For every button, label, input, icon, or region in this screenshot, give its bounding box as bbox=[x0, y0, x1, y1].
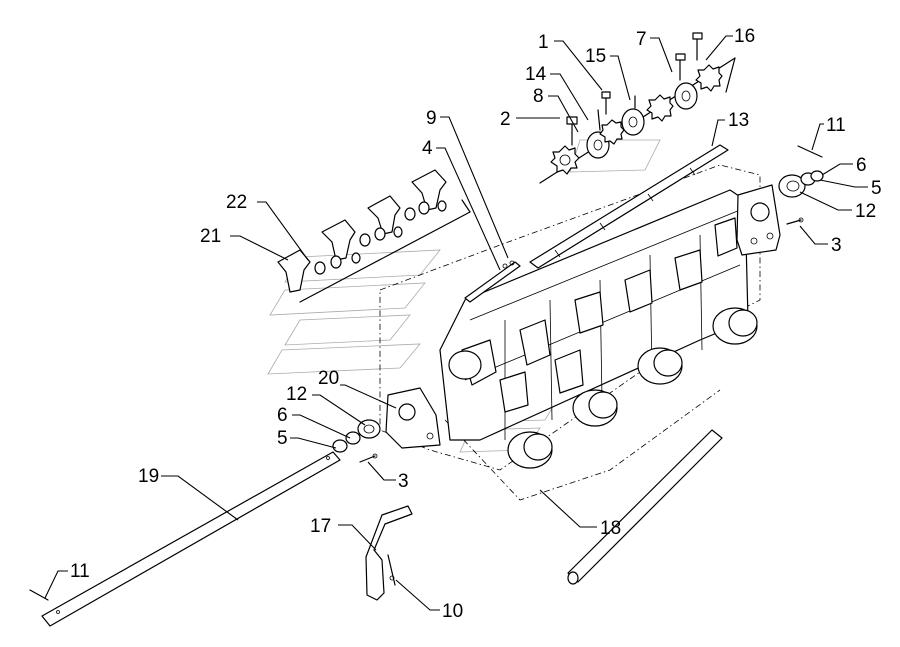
callout-12-left: 12 bbox=[286, 384, 307, 405]
hooks-assembly bbox=[277, 169, 471, 303]
callout-leaders bbox=[44, 35, 868, 611]
callout-labels: 1 15 7 16 14 8 2 9 13 4 11 6 5 12 3 22 2… bbox=[70, 26, 882, 622]
callout-10: 10 bbox=[442, 601, 463, 622]
callout-13: 13 bbox=[728, 110, 749, 131]
callout-2: 2 bbox=[500, 109, 511, 130]
callout-11-left: 11 bbox=[70, 561, 90, 582]
bar-4-9 bbox=[464, 260, 521, 303]
callout-9: 9 bbox=[426, 108, 437, 129]
callout-16: 16 bbox=[734, 26, 755, 47]
callout-22: 22 bbox=[226, 192, 247, 213]
lever-17 bbox=[365, 505, 413, 601]
callout-6-right: 6 bbox=[856, 155, 867, 176]
callout-21: 21 bbox=[200, 226, 221, 247]
callout-4: 4 bbox=[422, 138, 433, 159]
callout-1: 1 bbox=[538, 32, 549, 53]
callout-5-left: 5 bbox=[277, 428, 288, 449]
callout-3-right: 3 bbox=[831, 235, 842, 256]
sprocket-assembly bbox=[539, 32, 736, 184]
callout-18: 18 bbox=[600, 518, 621, 539]
callout-15: 15 bbox=[585, 46, 606, 67]
shaft-19 bbox=[29, 451, 341, 627]
callout-11-right: 11 bbox=[826, 115, 846, 136]
callout-12-right: 12 bbox=[855, 201, 876, 222]
callout-3-left: 3 bbox=[398, 471, 409, 492]
callout-20: 20 bbox=[318, 368, 339, 389]
right-bearing bbox=[778, 145, 824, 225]
left-bearing bbox=[332, 419, 381, 463]
callout-6-left: 6 bbox=[277, 405, 288, 426]
left-side-plate bbox=[385, 387, 441, 449]
shaft-18 bbox=[567, 429, 723, 585]
callout-19: 19 bbox=[138, 466, 159, 487]
callout-17: 17 bbox=[310, 516, 331, 537]
right-side-plate bbox=[736, 184, 781, 256]
shear-bar-13 bbox=[529, 144, 729, 269]
callout-7: 7 bbox=[636, 29, 647, 50]
rollers bbox=[448, 307, 758, 469]
callout-5-right: 5 bbox=[871, 178, 882, 199]
callout-8: 8 bbox=[533, 86, 544, 107]
callout-14: 14 bbox=[525, 64, 547, 85]
